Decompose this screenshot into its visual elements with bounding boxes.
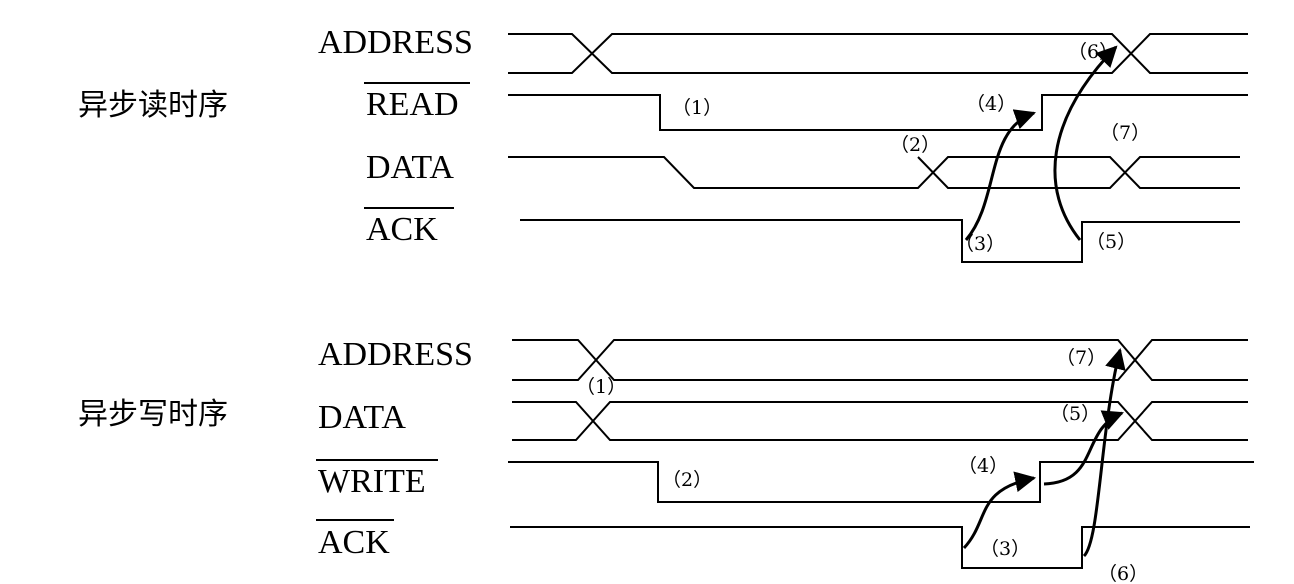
read-timing-diagram: 异步读时序 ADDRESS READ DATA ACK （1） （2） （3） …	[78, 24, 1248, 263]
write-ack-waveform	[510, 526, 1250, 569]
read-step-2: （2）	[890, 134, 940, 156]
write-step-4: （4）	[958, 455, 1008, 477]
write-timing-diagram: 异步写时序 ADDRESS DATA WRITE ACK （1） （2） （3）…	[78, 336, 1254, 584]
read-read-label: READ	[366, 86, 459, 123]
read-step-4: （4）	[966, 93, 1016, 115]
read-data-label: DATA	[366, 149, 454, 186]
read-data-waveform	[508, 156, 1240, 189]
write-address-label: ADDRESS	[318, 336, 473, 373]
read-ack-waveform	[520, 219, 1240, 263]
write-step-1: （1）	[576, 376, 626, 398]
write-ack-to-write-arrow	[962, 471, 1037, 550]
read-step-7: （7）	[1100, 122, 1150, 144]
read-address-label: ADDRESS	[318, 24, 473, 61]
read-ack-to-address-arrow	[1053, 45, 1118, 241]
read-ack-to-read-arrow	[964, 109, 1036, 241]
write-step-3: （3）	[980, 538, 1030, 560]
read-step-1: （1）	[672, 97, 722, 119]
read-address-waveform	[508, 33, 1248, 74]
write-step-6: （6）	[1098, 563, 1148, 584]
write-data-waveform	[512, 401, 1248, 441]
read-step-6: （6）	[1068, 41, 1118, 63]
write-step-5: （5）	[1050, 403, 1100, 425]
write-data-label: DATA	[318, 399, 406, 436]
write-step-7: （7）	[1056, 347, 1106, 369]
write-ack-to-address-arrow	[1082, 347, 1126, 558]
read-step-5: （5）	[1086, 231, 1136, 253]
write-step-2: （2）	[662, 469, 712, 491]
read-diagram-title: 异步读时序	[78, 88, 228, 123]
read-step-3: （3）	[955, 233, 1005, 255]
write-write-label: WRITE	[318, 463, 426, 500]
write-write-waveform	[508, 461, 1254, 503]
write-write-to-data-arrow	[1043, 410, 1124, 486]
read-ack-label: ACK	[366, 211, 438, 248]
write-address-waveform	[512, 339, 1248, 381]
write-diagram-title: 异步写时序	[78, 397, 228, 432]
read-read-waveform	[508, 94, 1248, 131]
write-ack-label: ACK	[318, 524, 390, 561]
